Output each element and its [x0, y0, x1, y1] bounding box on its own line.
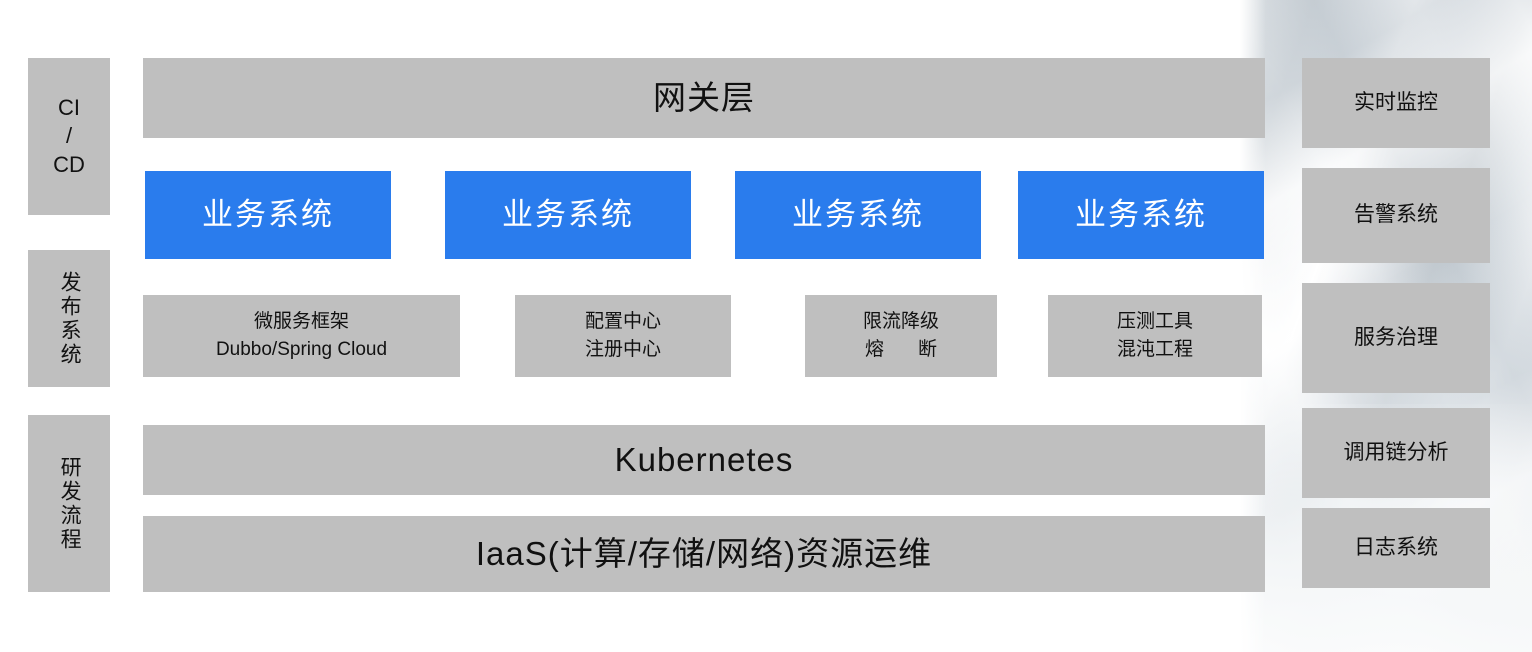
business-system-label-3: 业务系统	[792, 196, 924, 232]
business-system-box-4[interactable]: 业务系统	[1018, 171, 1264, 259]
right-rail-item-realtime-monitoring[interactable]: 实时监控	[1302, 58, 1490, 148]
support-box-rate-limit-circuit-breaker[interactable]: 限流降级 熔断	[805, 295, 997, 377]
left-rail-item-release-system-label: 发布系统	[58, 270, 82, 367]
right-rail-item-service-governance-label: 服务治理	[1354, 325, 1438, 349]
right-rail-item-log-system-label: 日志系统	[1354, 535, 1438, 559]
left-rail-item-ci-cd[interactable]: CI / CD	[28, 58, 110, 215]
right-rail-item-log-system[interactable]: 日志系统	[1302, 508, 1490, 588]
left-rail-item-ci-cd-label: CI / CD	[53, 95, 85, 177]
right-rail-item-trace-analysis-label: 调用链分析	[1343, 440, 1449, 464]
support-box-rate-limit-circuit-breaker-label: 限流降级 熔断	[862, 311, 939, 360]
support-box-microservice-framework-label: 微服务框架 Dubbo/Spring Cloud	[215, 311, 388, 360]
business-system-box-1[interactable]: 业务系统	[145, 171, 391, 259]
support-box-stress-test-chaos-label: 压测工具 混沌工程	[1116, 311, 1193, 360]
right-rail-item-service-governance[interactable]: 服务治理	[1302, 283, 1490, 393]
support-box-stress-test-chaos[interactable]: 压测工具 混沌工程	[1048, 295, 1262, 377]
kubernetes-platform-label: Kubernetes	[614, 441, 794, 479]
left-rail-item-rnd-process-label: 研发流程	[58, 455, 82, 552]
business-system-label-1: 业务系统	[202, 196, 334, 232]
support-box-config-registry-center-label: 配置中心 注册中心	[584, 311, 661, 360]
business-system-label-2: 业务系统	[502, 196, 634, 232]
left-rail-item-rnd-process[interactable]: 研发流程	[28, 415, 110, 592]
gateway-layer-label: 网关层	[653, 79, 755, 117]
left-rail-item-release-system[interactable]: 发布系统	[28, 250, 110, 387]
right-rail-item-alerting-system[interactable]: 告警系统	[1302, 168, 1490, 263]
business-system-box-3[interactable]: 业务系统	[735, 171, 981, 259]
gateway-layer-band[interactable]: 网关层	[143, 58, 1265, 138]
right-rail-item-trace-analysis[interactable]: 调用链分析	[1302, 408, 1490, 498]
support-box-config-registry-center[interactable]: 配置中心 注册中心	[515, 295, 731, 377]
kubernetes-platform-band[interactable]: Kubernetes	[143, 425, 1265, 495]
right-rail-item-realtime-monitoring-label: 实时监控	[1354, 90, 1438, 114]
iaas-infrastructure-label: IaaS(计算/存储/网络)资源运维	[475, 535, 933, 573]
business-system-label-4: 业务系统	[1075, 196, 1207, 232]
support-box-microservice-framework[interactable]: 微服务框架 Dubbo/Spring Cloud	[143, 295, 460, 377]
business-system-box-2[interactable]: 业务系统	[445, 171, 691, 259]
right-rail-item-alerting-system-label: 告警系统	[1354, 203, 1438, 227]
iaas-infrastructure-band[interactable]: IaaS(计算/存储/网络)资源运维	[143, 516, 1265, 592]
